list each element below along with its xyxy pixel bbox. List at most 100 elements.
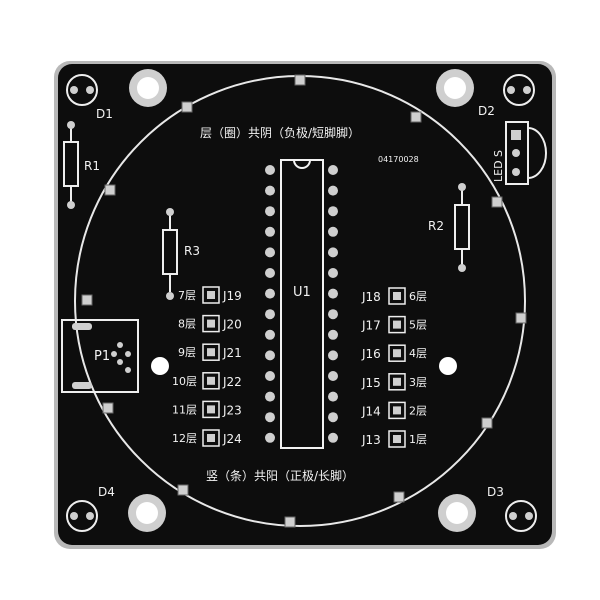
jumper-label: J17 [361,319,381,333]
led-pad [481,417,493,429]
led-d1: D1 [66,74,113,121]
ic-pin [328,329,338,340]
resistor-r1: R1 [63,121,100,209]
led-pad [102,402,114,414]
d1-label: D1 [96,107,113,121]
jumper-pad [207,319,215,328]
jumper-j22: 10层 J22 [172,372,242,390]
layer-label: 9层 [178,346,196,359]
layer-label: 8层 [178,318,196,331]
led-d4: D4 [66,485,115,532]
layer-label: 3层 [409,376,427,389]
ic-pin [265,412,275,423]
layer-label: 4层 [409,347,427,360]
jumper-j15: J15 3层 [361,373,427,391]
mounting-hole [446,502,468,524]
d3-label: D3 [487,485,504,499]
ic-pin [328,412,338,423]
ic-pin [328,350,338,361]
ic-pin [328,371,338,381]
jumper-label: J13 [361,433,381,447]
jumper-pad [393,435,401,443]
ic-notch [293,159,311,169]
ic-u1: U1 [280,159,324,449]
layer-label: 11层 [172,403,197,416]
ic-pin [328,309,338,320]
ic-outline [280,159,324,449]
ic-pin [265,350,275,361]
led-pad [294,74,306,86]
layer-label: 10层 [172,375,197,388]
ic-pin [328,391,338,402]
led-pad [104,184,116,196]
layer-label: 7层 [178,289,196,302]
jumper-pad [207,434,215,442]
mounting-hole [439,357,457,375]
p1-label: P1 [94,349,110,364]
ic-pin [265,185,275,196]
jumper-label: J16 [361,347,381,361]
jumper-pad [207,405,215,414]
jumper-label: J18 [361,290,381,304]
jumper-pad [207,376,215,385]
top-label: 层（圈）共阴（负极/短脚脚） [200,125,360,140]
led-pad [284,516,296,528]
led-pad [393,491,405,503]
layer-label: 6层 [409,290,427,303]
ic-pin [328,432,338,443]
mounting-hole [137,77,159,99]
ic-pin [265,309,275,320]
ic-pin [265,247,275,258]
d4-label: D4 [98,485,115,499]
ic-pin [265,165,275,175]
ic-pin [328,226,338,237]
resistor-r2: R2 [428,183,470,272]
layer-label: 12层 [172,432,197,445]
led-pad [181,101,193,113]
jumper-j17: J17 5层 [361,315,427,334]
led-pad [491,196,503,208]
mounting-hole [444,77,466,99]
led-pad [177,484,189,496]
led-d3: D3 [487,485,537,532]
jumper-label: J15 [361,376,381,390]
ic-pin [328,247,338,258]
ic-pin [265,391,275,402]
mounting-hole [136,502,158,524]
jumper-j19: 7层 J19 [178,286,242,304]
ic-pin [328,165,338,175]
jumper-pad [207,291,215,299]
jumper-label: J23 [222,403,242,417]
ic-pin [265,226,275,237]
ic-label: U1 [293,285,311,300]
jumper-pad [393,406,401,415]
led-pad [81,294,93,306]
ic-pin [328,206,338,217]
jumper-j23: 11层 J23 [172,400,242,419]
layer-label: 5层 [409,319,427,332]
layer-label: 1层 [409,433,427,446]
layer-label: 2层 [409,404,427,417]
serial-number: 04170028 [378,155,419,164]
jumper-label: J22 [222,375,242,389]
mounting-hole [151,357,169,375]
r1-label: R1 [84,159,100,173]
ic-pin [265,288,275,299]
power-jack-p1: P1 [61,319,139,393]
d2-label: D2 [478,104,495,118]
ic-pin [265,329,275,340]
ic-pin [265,432,275,443]
jumper-pad [207,348,215,357]
jumper-j18: J18 6层 [361,287,427,305]
r2-label: R2 [428,219,444,233]
led-pad [410,111,422,123]
ic-pin [328,268,338,278]
led-s-connector: LED S [492,121,547,185]
jumper-label: J19 [222,289,242,303]
jumper-pad [393,292,401,300]
